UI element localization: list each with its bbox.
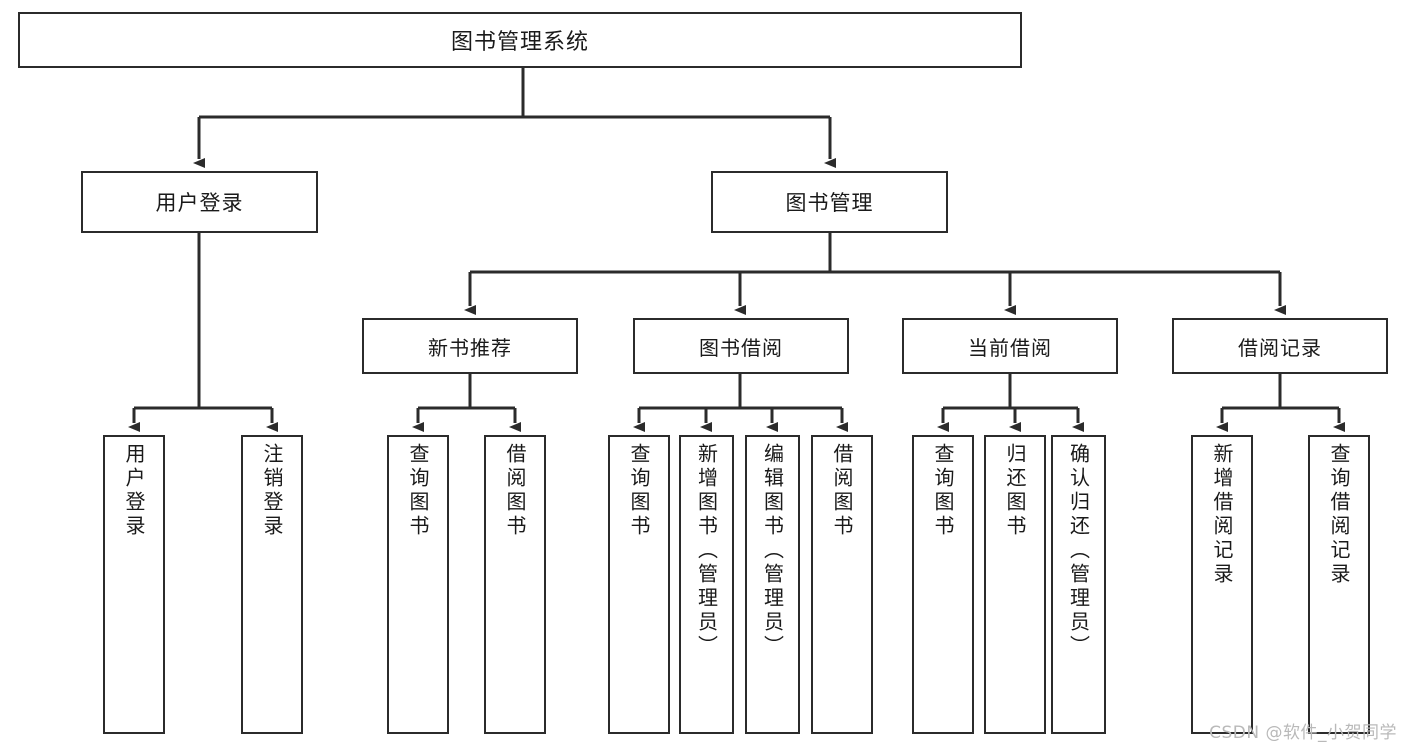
node-leaf-edit-book-admin[interactable]: 编辑图书（管理员） (745, 435, 800, 734)
node-leaf-user-logout-label: 注销登录 (260, 443, 284, 539)
node-leaf-user-login-label: 用户登录 (122, 443, 146, 539)
node-leaf-user-login[interactable]: 用户登录 (103, 435, 165, 734)
watermark-text: CSDN @软件_小贺同学 (1209, 723, 1397, 743)
node-new-book-rec[interactable]: 新书推荐 (362, 318, 578, 374)
node-book-manage[interactable]: 图书管理 (711, 171, 948, 233)
node-leaf-query-borrow-record-label: 查询借阅记录 (1327, 443, 1351, 587)
node-root-label: 图书管理系统 (450, 30, 589, 55)
node-leaf-add-borrow-record[interactable]: 新增借阅记录 (1191, 435, 1253, 734)
node-new-book-rec-label: 新书推荐 (428, 335, 512, 360)
node-leaf-cur-query-book[interactable]: 查询图书 (912, 435, 974, 734)
node-leaf-confirm-return-admin[interactable]: 确认归还（管理员） (1051, 435, 1106, 734)
node-book-manage-label: 图书管理 (785, 191, 874, 215)
node-book-borrow[interactable]: 图书借阅 (633, 318, 849, 374)
node-borrow-record[interactable]: 借阅记录 (1172, 318, 1388, 374)
node-leaf-borrow-query-book-label: 查询图书 (627, 443, 651, 539)
node-leaf-confirm-return-admin-label: 确认归还（管理员） (1066, 443, 1091, 659)
node-leaf-rec-borrow-book-label: 借阅图书 (503, 443, 527, 539)
node-leaf-edit-book-admin-label: 编辑图书（管理员） (760, 443, 785, 659)
node-borrow-record-label: 借阅记录 (1238, 335, 1322, 360)
node-leaf-rec-borrow-book[interactable]: 借阅图书 (484, 435, 546, 734)
node-leaf-return-book[interactable]: 归还图书 (984, 435, 1046, 734)
node-leaf-add-book-admin[interactable]: 新增图书（管理员） (679, 435, 734, 734)
node-book-borrow-label: 图书借阅 (699, 335, 783, 360)
node-leaf-rec-query-book[interactable]: 查询图书 (387, 435, 449, 734)
node-leaf-borrow-borrow-book-label: 借阅图书 (830, 443, 854, 539)
node-leaf-borrow-query-book[interactable]: 查询图书 (608, 435, 670, 734)
node-user-login[interactable]: 用户登录 (81, 171, 318, 233)
node-leaf-user-logout[interactable]: 注销登录 (241, 435, 303, 734)
node-leaf-return-book-label: 归还图书 (1003, 443, 1027, 539)
node-leaf-cur-query-book-label: 查询图书 (931, 443, 955, 539)
node-current-borrow[interactable]: 当前借阅 (902, 318, 1118, 374)
node-leaf-borrow-borrow-book[interactable]: 借阅图书 (811, 435, 873, 734)
node-user-login-label: 用户登录 (155, 191, 244, 215)
node-root[interactable]: 图书管理系统 (18, 12, 1022, 68)
node-leaf-query-borrow-record[interactable]: 查询借阅记录 (1308, 435, 1370, 734)
node-current-borrow-label: 当前借阅 (968, 335, 1052, 360)
node-leaf-add-book-admin-label: 新增图书（管理员） (694, 443, 719, 659)
node-leaf-rec-query-book-label: 查询图书 (406, 443, 430, 539)
node-leaf-add-borrow-record-label: 新增借阅记录 (1210, 443, 1234, 587)
